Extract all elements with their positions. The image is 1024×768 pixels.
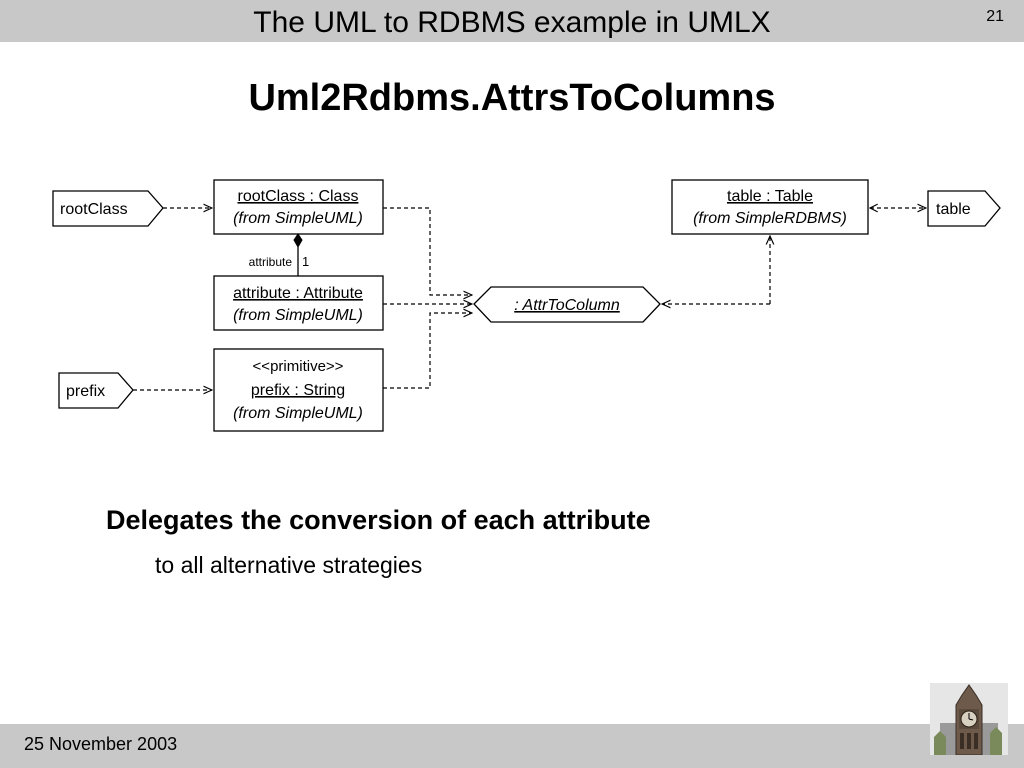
box-attribute-from: (from SimpleUML) [233, 307, 363, 324]
port-prefix: prefix [58, 372, 134, 409]
footer-date: 25 November 2003 [24, 734, 178, 754]
footer-bar [0, 724, 1024, 768]
port-table-label: table [936, 201, 971, 218]
port-root-class-label: rootClass [60, 201, 128, 218]
connectors [133, 208, 926, 390]
association-multiplicity: 1 [302, 254, 309, 269]
box-attribute-name: attribute : Attribute [233, 285, 363, 302]
uml-diagram: rootClass prefix table rootClass : Class… [52, 179, 1001, 432]
box-prefix-name: prefix : String [251, 382, 345, 399]
association-attribute: attribute 1 [249, 233, 309, 276]
slide-title: Uml2Rdbms.AttrsToColumns [248, 77, 776, 119]
header-bar [0, 0, 1024, 42]
box-prefix: <<primitive>> prefix : String (from Simp… [213, 348, 384, 432]
transform-label: : AttrToColumn [514, 297, 620, 314]
box-root-class: rootClass : Class (from SimpleUML) [213, 179, 384, 235]
box-root-class-from: (from SimpleUML) [233, 210, 363, 227]
big-ben-icon [930, 683, 1008, 755]
box-prefix-from: (from SimpleUML) [233, 405, 363, 422]
box-root-class-name: rootClass : Class [238, 188, 359, 205]
box-table-from: (from SimpleRDBMS) [693, 210, 847, 227]
association-role: attribute [249, 255, 293, 269]
box-attribute: attribute : Attribute (from SimpleUML) [213, 275, 384, 331]
port-table: table [927, 190, 1001, 227]
box-table: table : Table (from SimpleRDBMS) [671, 179, 869, 235]
transform-attr-to-column: : AttrToColumn [473, 286, 661, 323]
slide-number: 21 [986, 8, 1004, 25]
port-prefix-label: prefix [66, 383, 105, 400]
bullet-sub: to all alternative strategies [155, 552, 423, 578]
box-prefix-stereotype: <<primitive>> [253, 358, 344, 375]
box-table-name: table : Table [727, 188, 813, 205]
header-title: The UML to RDBMS example in UMLX [253, 6, 771, 39]
bullet-main: Delegates the conversion of each attribu… [106, 505, 651, 535]
port-root-class: rootClass [52, 190, 164, 227]
